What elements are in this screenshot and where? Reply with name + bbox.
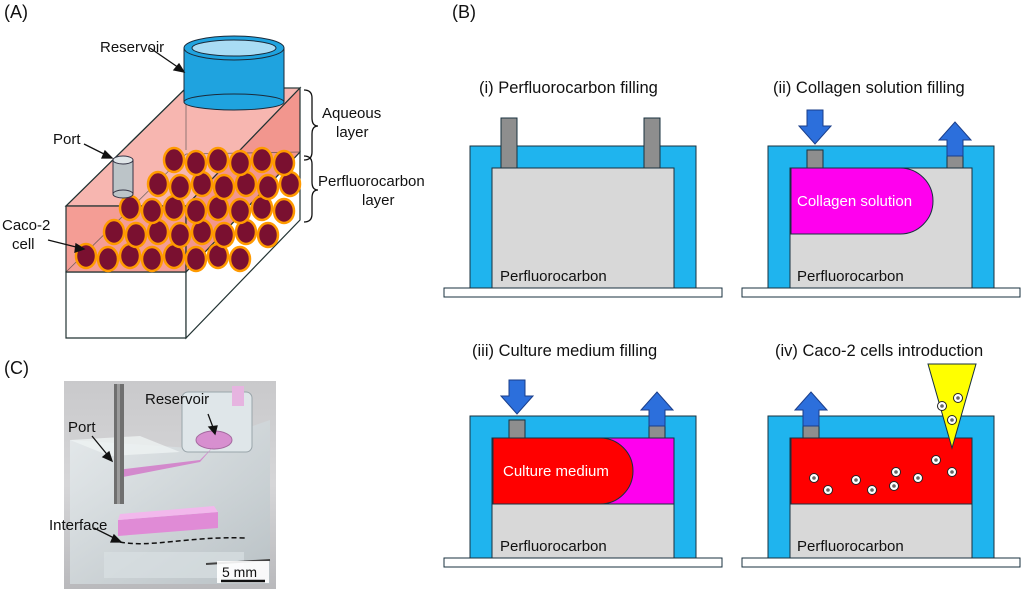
culture-medium-fill [492,437,634,505]
pfc-label-iv: Perfluorocarbon [797,538,904,555]
introduced-cell-nucleus [826,488,830,492]
introduced-cell-nucleus [854,478,858,482]
introduced-cell-nucleus [956,396,960,400]
step-ii-title: (ii) Collagen solution filling [773,79,965,97]
step-ii-diagram [741,109,1021,298]
introduced-cell-nucleus [812,476,816,480]
caco2-cells [74,146,302,273]
step-iv-title: (iv) Caco-2 cells introduction [775,342,984,360]
introduced-cell-nucleus [934,458,938,462]
step-i-title: (i) Perfluorocarbon filling [479,79,658,97]
step-iv-diagram [741,363,1021,568]
caco2-cell [168,221,192,249]
panel-label-a: (A) [4,2,28,22]
label-cell-1: Caco-2 [2,217,51,234]
label-reservoir-c: Reservoir [145,391,210,408]
label-aqueous-2: layer [336,124,369,141]
introduced-cell-nucleus [950,418,954,422]
caco2-cell [140,245,164,273]
caco2-cell [146,170,170,198]
panel-label-b: (B) [452,2,476,22]
label-interface-c: Interface [49,517,108,534]
caco2-cell [228,245,252,273]
caco2-cell [96,245,120,273]
pfc-label-i: Perfluorocarbon [500,268,607,285]
label-port-a: Port [53,131,81,148]
label-pfc-2: layer [362,192,395,209]
step-iii-title: (iii) Culture medium filling [472,342,658,360]
port-tube [112,155,134,199]
panel-a-leaders [47,47,186,253]
caco2-cell [272,197,296,225]
label-reservoir-a: Reservoir [100,39,165,56]
collagen-solution-label: Collagen solution [797,193,913,210]
collagen-solution-fill [790,167,934,235]
step-iii-diagram [443,379,723,568]
introduced-cell-nucleus [916,476,920,480]
interface-dashed-line [119,537,246,545]
caco2-cell [184,149,208,177]
introduced-cells [809,393,963,495]
step-i-diagram [443,117,723,298]
caco2-cell [212,173,236,201]
label-scale-c: 5 mm [222,564,257,580]
introduced-cell-nucleus [892,484,896,488]
caco2-cell [256,221,280,249]
caco2-cell [124,221,148,249]
pfc-label-iii: Perfluorocarbon [500,538,607,555]
caco2-cell [102,218,126,246]
introduced-cell-nucleus [894,470,898,474]
caco2-cell [256,173,280,201]
introduced-cell-nucleus [940,404,944,408]
panel-label-c: (C) [4,358,29,378]
pfc-label-ii: Perfluorocarbon [797,268,904,285]
caco2-cell [250,146,274,174]
caco2-cell [184,245,208,273]
caco2-cell [228,197,252,225]
introduced-cell-nucleus [950,470,954,474]
aqueous-brace [303,89,319,161]
reservoir-cylinder [183,35,285,111]
label-port-c: Port [68,419,96,436]
caco2-cell [206,146,230,174]
label-pfc-1: Perfluorocarbon [318,173,425,190]
introduced-cell-nucleus [870,488,874,492]
caco2-cell [168,173,192,201]
pfc-brace [303,155,319,223]
label-cell-2: cell [12,236,35,253]
culture-medium-label: Culture medium [503,463,609,480]
caco2-cell [162,146,186,174]
caco2-cell [228,149,252,177]
label-aqueous-1: Aqueous [322,105,382,122]
caco2-cell [212,221,236,249]
caco2-cell [184,197,208,225]
caco2-cell [140,197,164,225]
caco2-cell [272,149,296,177]
